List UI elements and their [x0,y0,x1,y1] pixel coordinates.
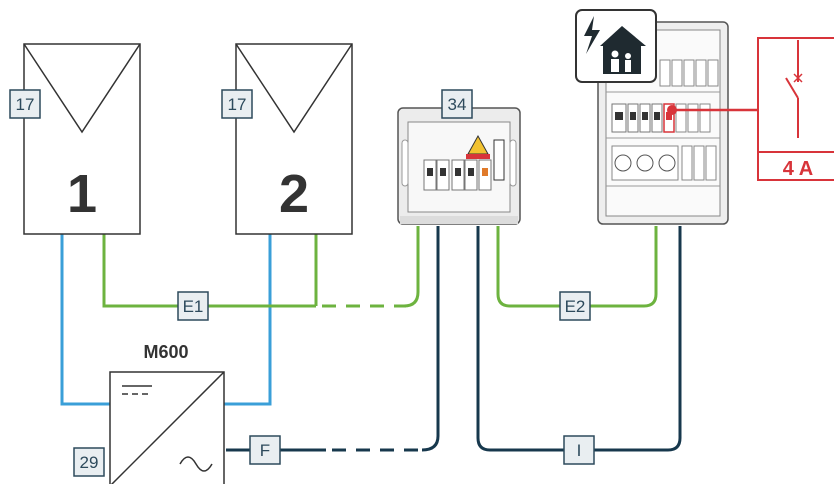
callout-dot [667,105,677,115]
switch-symbol-icon [785,40,803,138]
junction-box [397,107,521,225]
tag-label: 34 [448,95,467,114]
ac-sine-icon [179,456,213,472]
inverter-model-label: M600 [143,342,188,362]
warning-label [466,154,490,159]
socket-icon [636,154,654,172]
breaker-callout: 4 A [757,37,834,181]
ac-line-f-up [421,226,440,452]
panel-tag: 17 [221,89,253,119]
earth-line-e1 [102,234,316,308]
cable-tag-i: I [563,435,595,465]
breaker-row [611,103,711,133]
cable-label: F [260,441,270,460]
junction-box-tag: 34 [441,89,473,119]
dc-symbol-icon [122,385,152,395]
tag-label: 17 [16,95,35,114]
tag-label: 29 [80,453,99,472]
cable-tag-f: F [249,435,281,465]
panel-number: 1 [67,164,97,224]
cable-label: E1 [183,297,204,316]
socket-icon [658,154,676,172]
socket-icon [614,154,632,172]
inverter [109,371,225,484]
cable-tag-e2: E2 [559,291,591,321]
dc-line-panel1 [60,234,110,406]
cable-tag-e1: E1 [177,291,209,321]
socket-row [611,145,717,181]
solar-panel-2: 2 [235,43,353,235]
ac-line-i [476,226,682,452]
dc-line-panel2 [224,234,272,406]
panel-number: 2 [279,164,309,224]
inverter-tag: 29 [73,447,105,477]
breaker-rating: 4 A [783,158,813,180]
breaker-module [423,159,492,191]
panel-tag: 17 [9,89,41,119]
solar-panel-1: 1 [23,43,141,235]
cable-label: I [577,441,582,460]
breaker-row [659,59,719,87]
earth-line-to-box [403,226,420,308]
house-lightning-icon [575,9,657,83]
cable-label: E2 [565,297,586,316]
tag-label: 17 [228,95,247,114]
